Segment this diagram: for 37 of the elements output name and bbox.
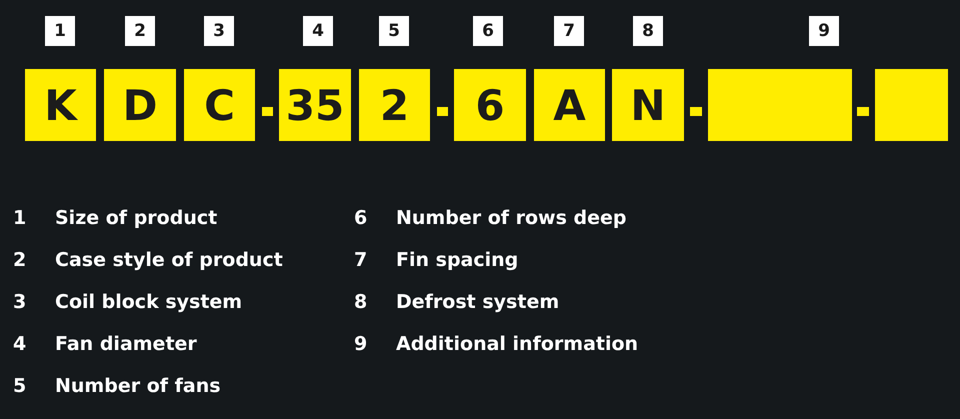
- list-number: 1: [13, 207, 26, 229]
- callout-number: 4: [303, 16, 333, 46]
- description-text: Case style of product: [55, 249, 283, 271]
- callout-number: 9: [809, 16, 839, 46]
- callout-number: 2: [125, 16, 155, 46]
- code-segment: C: [184, 69, 255, 141]
- description-text: Size of product: [55, 207, 218, 229]
- list-number: 3: [13, 291, 26, 313]
- code-segment: 2: [359, 69, 430, 141]
- description-text: Defrost system: [396, 291, 560, 313]
- list-number: 5: [13, 375, 26, 397]
- list-number: 8: [354, 291, 368, 313]
- code-segment: [875, 69, 948, 141]
- description-text: Coil block system: [55, 291, 242, 313]
- list-number: 4: [13, 333, 26, 355]
- list-number: 9: [354, 333, 368, 355]
- code-segment: K: [25, 69, 96, 141]
- list-number: 2: [13, 249, 26, 271]
- description-text: Fan diameter: [55, 333, 197, 355]
- callout-number: 3: [204, 16, 234, 46]
- description-text: Number of rows deep: [396, 207, 627, 229]
- description-text: Number of fans: [55, 375, 221, 397]
- callout-number: 6: [473, 16, 503, 46]
- code-segment: A: [534, 69, 605, 141]
- description-text: Fin spacing: [396, 249, 518, 271]
- callout-number: 5: [379, 16, 409, 46]
- callout-number: 8: [633, 16, 663, 46]
- callout-number: 1: [45, 16, 75, 46]
- code-segment: D: [104, 69, 176, 141]
- code-segment: N: [612, 69, 684, 141]
- description-text: Additional information: [396, 333, 638, 355]
- list-number: 6: [354, 207, 368, 229]
- code-segment: 35: [279, 69, 351, 141]
- code-segment: [708, 69, 852, 141]
- callout-number: 7: [554, 16, 584, 46]
- list-number: 7: [354, 249, 368, 271]
- code-segment: 6: [454, 69, 526, 141]
